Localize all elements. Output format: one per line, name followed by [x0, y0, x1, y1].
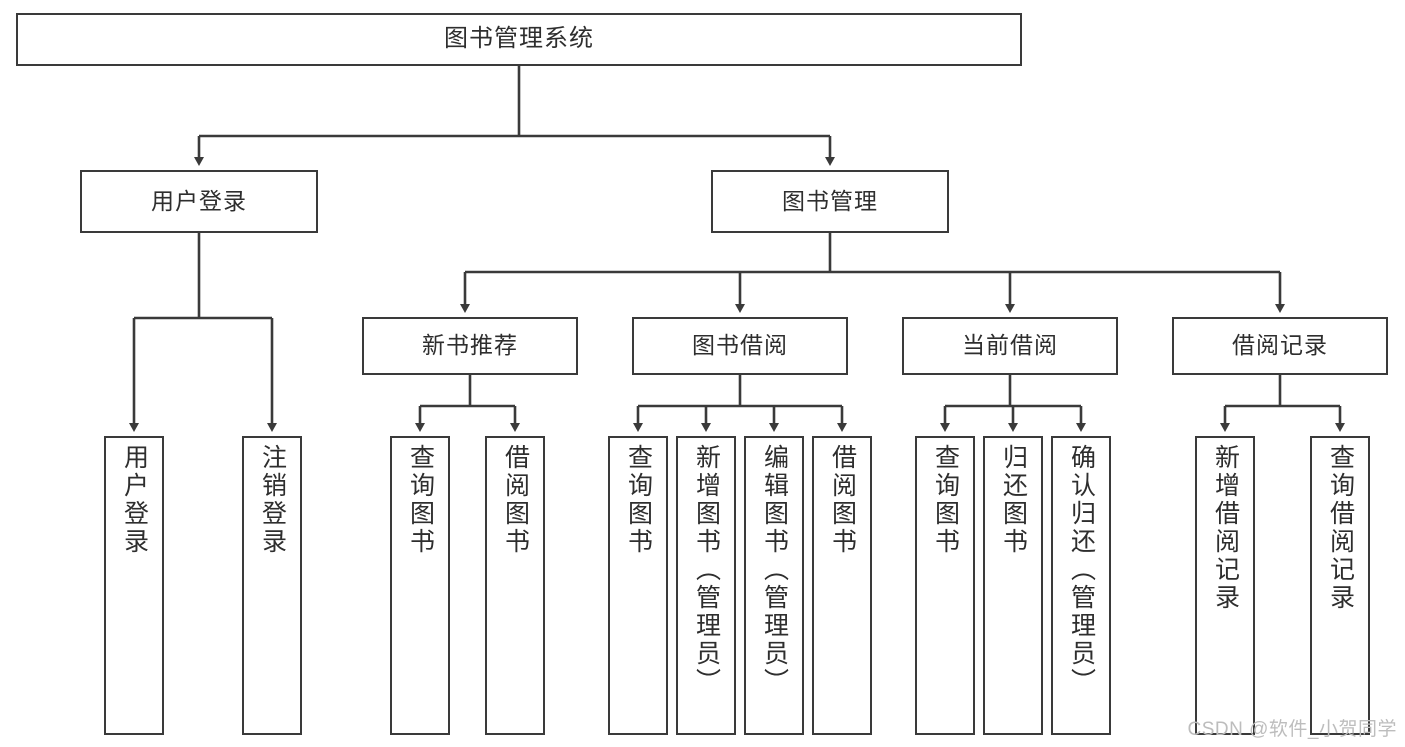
node-label: 用户登录: [120, 444, 149, 556]
node-leaf-borrow-book-recommend[interactable]: 借阅图书: [485, 436, 545, 735]
node-leaf-return-book[interactable]: 归还图书: [983, 436, 1043, 735]
node-label: 注销登录: [258, 444, 287, 556]
node-leaf-query-book-current[interactable]: 查询图书: [915, 436, 975, 735]
node-new-book-recommend[interactable]: 新书推荐: [362, 317, 578, 375]
watermark-csdn: CSDN @软件_小贺同学: [1187, 719, 1397, 740]
node-label: 查询借阅记录: [1326, 444, 1355, 612]
node-label: 借阅图书: [501, 444, 530, 556]
node-leaf-edit-book-admin[interactable]: 编辑图书（管理员）: [744, 436, 804, 735]
node-current-borrow[interactable]: 当前借阅: [902, 317, 1118, 375]
node-label: 图书管理系统: [444, 25, 594, 53]
node-root-book-management-system[interactable]: 图书管理系统: [16, 13, 1022, 66]
node-label: 确认归还（管理员）: [1067, 444, 1096, 696]
node-leaf-logout-login[interactable]: 注销登录: [242, 436, 302, 735]
node-label: 新增借阅记录: [1211, 444, 1240, 612]
node-leaf-query-borrow-record[interactable]: 查询借阅记录: [1310, 436, 1370, 735]
node-book-management[interactable]: 图书管理: [711, 170, 949, 233]
node-label: 编辑图书（管理员）: [760, 444, 789, 696]
node-leaf-user-login[interactable]: 用户登录: [104, 436, 164, 735]
node-label: 归还图书: [999, 444, 1028, 556]
node-label: 借阅图书: [828, 444, 857, 556]
node-label: 当前借阅: [962, 332, 1058, 359]
node-label: 查询图书: [624, 444, 653, 556]
node-borrow-record[interactable]: 借阅记录: [1172, 317, 1388, 375]
node-user-login[interactable]: 用户登录: [80, 170, 318, 233]
node-leaf-query-book-recommend[interactable]: 查询图书: [390, 436, 450, 735]
node-label: 新书推荐: [422, 332, 518, 359]
node-label: 查询图书: [931, 444, 960, 556]
node-label: 新增图书（管理员）: [692, 444, 721, 696]
node-leaf-borrow-book[interactable]: 借阅图书: [812, 436, 872, 735]
node-leaf-query-book-borrow[interactable]: 查询图书: [608, 436, 668, 735]
node-label: 查询图书: [406, 444, 435, 556]
node-label: 借阅记录: [1232, 332, 1328, 359]
node-leaf-add-book-admin[interactable]: 新增图书（管理员）: [676, 436, 736, 735]
node-label: 图书管理: [782, 187, 878, 214]
node-label: 图书借阅: [692, 332, 788, 359]
node-leaf-confirm-return-admin[interactable]: 确认归还（管理员）: [1051, 436, 1111, 735]
node-label: 用户登录: [151, 187, 247, 214]
node-book-borrow[interactable]: 图书借阅: [632, 317, 848, 375]
node-leaf-add-borrow-record[interactable]: 新增借阅记录: [1195, 436, 1255, 735]
